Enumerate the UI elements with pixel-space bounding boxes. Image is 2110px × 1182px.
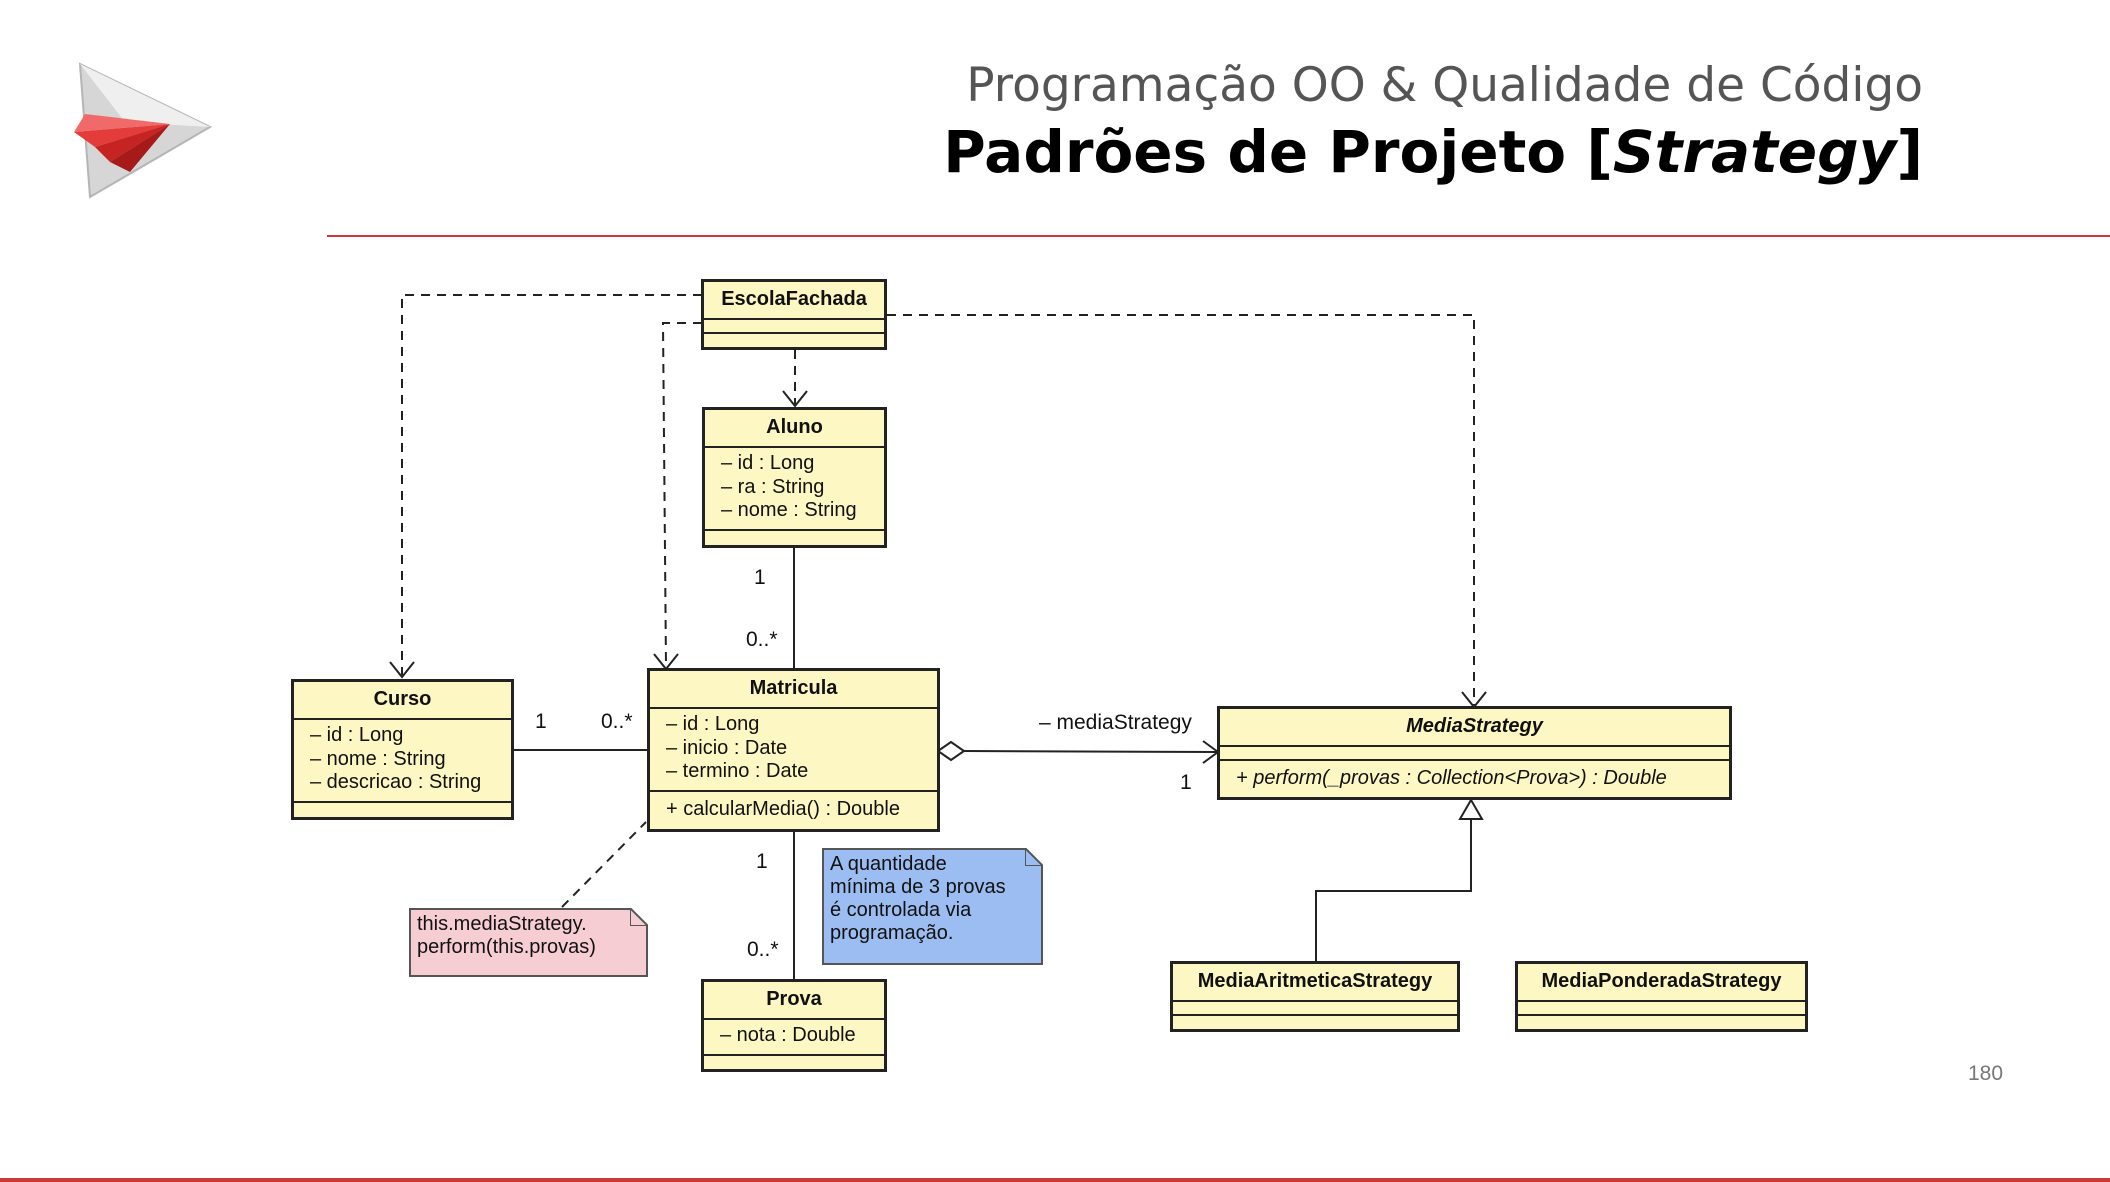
op-compartment — [704, 1053, 884, 1056]
aggregation-diamond — [936, 740, 966, 762]
title-prefix: Padrões de Projeto [ — [943, 118, 1613, 186]
op-compartment: + calcularMedia() : Double — [650, 789, 937, 826]
title-divider — [327, 235, 2110, 237]
logo-icon — [74, 62, 213, 199]
note-line: perform(this.provas) — [417, 936, 596, 958]
inheritance-tree — [1315, 818, 1472, 962]
generalization-arrow — [1458, 798, 1484, 820]
class-aluno[interactable]: Aluno – id : Long – ra : String – nome :… — [702, 407, 887, 548]
operation: + calcularMedia() : Double — [666, 797, 900, 820]
class-matricula[interactable]: Matricula – id : Long – inicio : Date – … — [647, 668, 940, 832]
attr: – ra : String — [721, 475, 825, 498]
attr: – inicio : Date — [666, 736, 788, 759]
attr-compartment: – id : Long – ra : String – nome : Strin… — [705, 446, 884, 529]
matricula-curso-mult-label: 0..* — [601, 710, 633, 733]
note-anchor-pink — [561, 821, 647, 908]
attr-compartment — [704, 318, 884, 332]
page-number: 180 — [1968, 1062, 2004, 1085]
note-fold-icon — [1025, 848, 1043, 866]
class-name: MediaPonderadaStrategy — [1541, 970, 1782, 992]
attr-compartment: – nota : Double — [704, 1018, 884, 1054]
attr: – id : Long — [666, 713, 760, 735]
note-pink: this.mediaStrategy. perform(this.provas) — [409, 908, 648, 977]
operation: + perform(_provas : Collection<Prova>) :… — [1236, 767, 1667, 789]
note-line: mínima de 3 provas — [830, 876, 1006, 898]
curso-mult-label: 1 — [535, 710, 547, 733]
note-blue: A quantidade mínima de 3 provas é contro… — [822, 848, 1043, 965]
attr-compartment: – id : Long – inicio : Date – termino : … — [650, 707, 937, 790]
op-compartment — [705, 528, 884, 531]
aluno-mult-label: 1 — [754, 566, 766, 589]
media-role-label: – mediaStrategy — [1039, 711, 1192, 734]
op-compartment: + perform(_provas : Collection<Prova>) :… — [1220, 759, 1729, 795]
dependency-escola-curso — [401, 294, 702, 675]
arrowhead-aluno — [782, 390, 808, 408]
dependency-escola-matricula — [661, 322, 702, 668]
interface-mediastrategy[interactable]: MediaStrategy + perform(_provas : Collec… — [1217, 706, 1732, 800]
class-name: Matricula — [749, 677, 838, 699]
note-line: programação. — [830, 922, 954, 944]
slide-title: Padrões de Projeto [Strategy] — [943, 118, 1923, 186]
slide-subtitle: Programação OO & Qualidade de Código — [966, 58, 1923, 113]
attr-compartment — [1220, 745, 1729, 759]
class-escolafachada[interactable]: EscolaFachada — [701, 279, 887, 350]
bottom-border — [0, 1178, 2110, 1182]
media-mult-label: 1 — [1180, 771, 1192, 794]
attr: – nota : Double — [720, 1024, 856, 1046]
class-name: Prova — [766, 988, 822, 1010]
class-mediaaritmeticastrategy[interactable]: MediaAritmeticaStrategy — [1170, 961, 1460, 1032]
class-name: MediaStrategy — [1406, 715, 1543, 737]
attr: – termino : Date — [666, 760, 809, 782]
attr: – descricao : String — [310, 771, 482, 793]
class-mediaponderadastrategy[interactable]: MediaPonderadaStrategy — [1515, 961, 1808, 1032]
note-line: this.mediaStrategy. — [417, 913, 587, 935]
attr: – nome : String — [721, 499, 857, 521]
class-name: EscolaFachada — [721, 288, 867, 310]
matricula-mult-label: 0..* — [746, 628, 778, 651]
op-compartment — [1173, 1014, 1457, 1016]
title-suffix: ] — [1896, 118, 1923, 186]
class-name: Aluno — [766, 416, 823, 438]
op-compartment — [1518, 1014, 1805, 1016]
dependency-escola-media — [887, 314, 1475, 705]
attr: – id : Long — [310, 724, 404, 746]
attr-compartment — [1518, 1000, 1805, 1014]
class-name: Curso — [373, 688, 432, 710]
attr: – id : Long — [721, 452, 815, 474]
class-prova[interactable]: Prova – nota : Double — [701, 979, 887, 1072]
note-line: é controlada via — [830, 899, 972, 921]
prova-mult-label: 0..* — [747, 938, 779, 961]
note-fold-icon — [630, 908, 648, 926]
class-name: MediaAritmeticaStrategy — [1197, 970, 1433, 992]
op-compartment — [704, 332, 884, 334]
attr-compartment: – id : Long – nome : String – descricao … — [294, 718, 511, 801]
note-line: A quantidade — [830, 853, 947, 875]
association-matricula-media — [962, 750, 1219, 753]
arrowhead-curso — [389, 661, 415, 679]
op-compartment — [294, 800, 511, 803]
class-curso[interactable]: Curso – id : Long – nome : String – desc… — [291, 679, 514, 820]
attr: – nome : String — [310, 747, 446, 770]
title-emphasis: Strategy — [1612, 118, 1897, 186]
matricula-prova-mult-label: 1 — [756, 850, 768, 873]
attr-compartment — [1173, 1000, 1457, 1014]
